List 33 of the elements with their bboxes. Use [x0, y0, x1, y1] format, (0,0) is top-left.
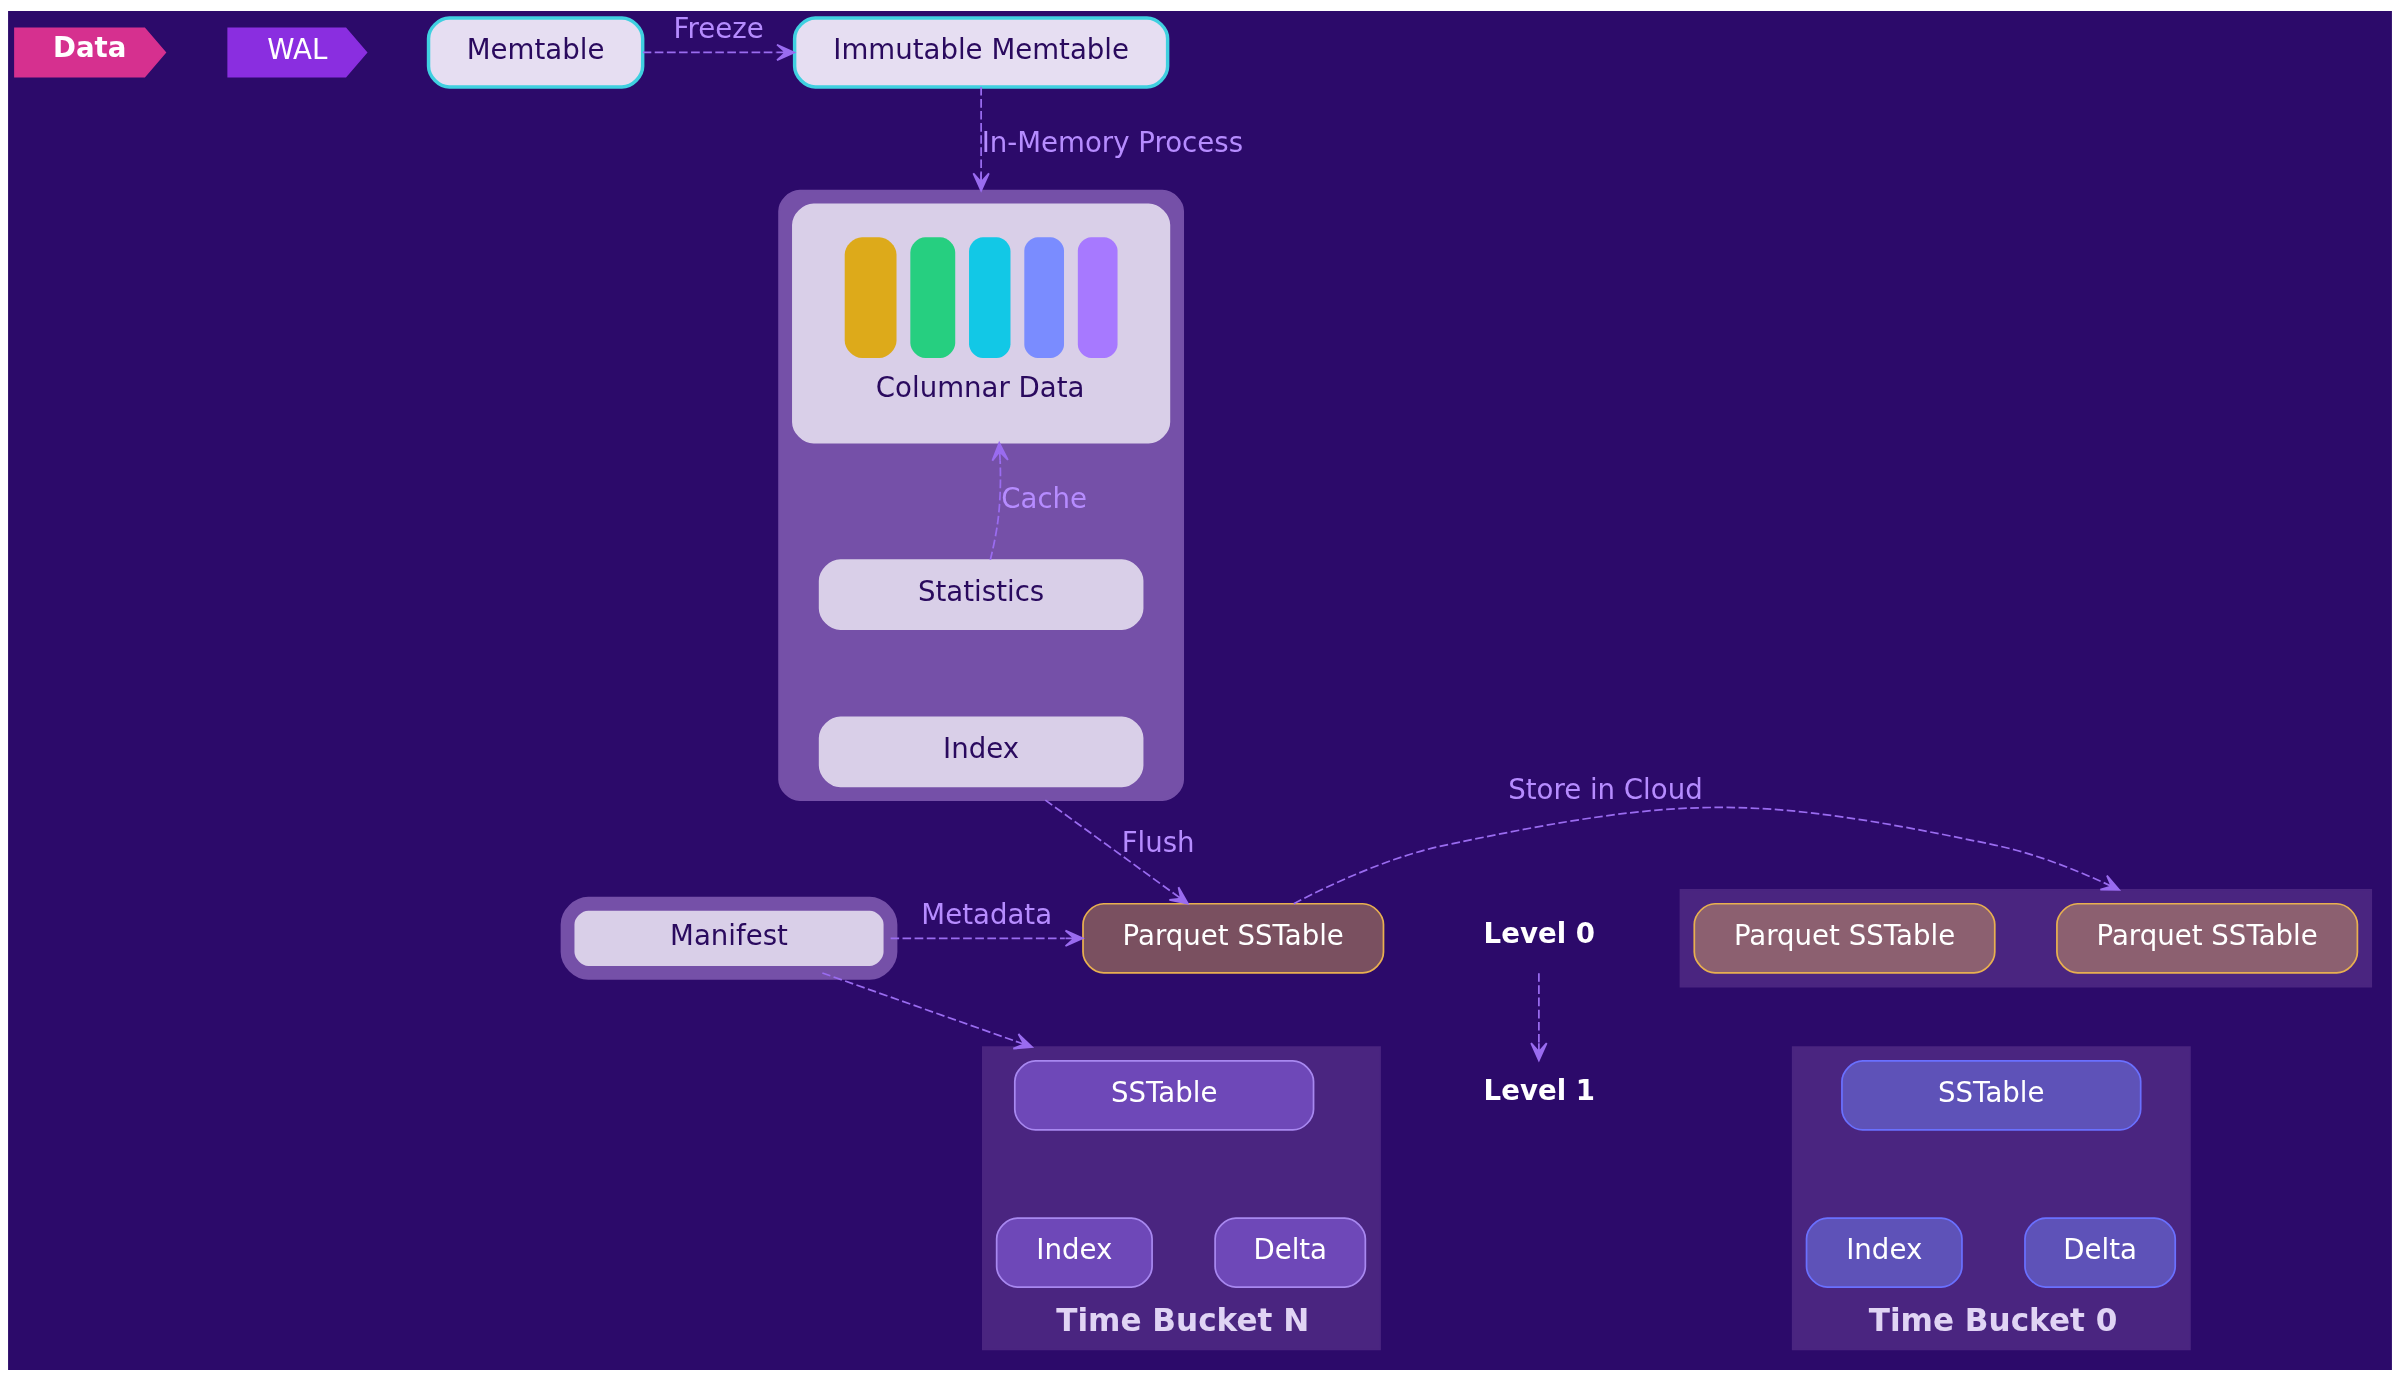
node-box: Delta — [1214, 1216, 1367, 1288]
edge-label: Flush — [1121, 825, 1195, 859]
node-box: SSTable — [1013, 1059, 1315, 1131]
node-box: Immutable Memtable — [792, 15, 1170, 89]
edge-label: Freeze — [673, 11, 764, 45]
node-box: Index — [995, 1216, 1153, 1288]
edge-label: Metadata — [921, 897, 1053, 931]
arrow — [821, 971, 1034, 1050]
cluster — [1679, 888, 2373, 987]
node-box: Memtable — [426, 15, 645, 89]
edge-label: In-Memory Process — [981, 125, 1244, 159]
node-box: Manifest — [560, 896, 898, 980]
edge-label: Store in Cloud — [1508, 772, 1703, 806]
arrow — [642, 43, 796, 61]
node-box: Parquet SSTable — [1082, 902, 1385, 974]
node-box: SSTable — [1841, 1059, 2142, 1131]
node-box: Parquet SSTable — [2056, 902, 2359, 974]
node-box: Columnar Data — [792, 203, 1171, 444]
arrow — [889, 929, 1084, 947]
arrow — [1044, 798, 1189, 905]
cluster — [778, 189, 1185, 801]
node-box: Index — [1805, 1216, 1963, 1288]
arrow — [989, 441, 1009, 561]
node-text: Level 0 — [1483, 916, 1595, 950]
edge-label: Cache — [1001, 481, 1088, 515]
node-box: Delta — [2024, 1216, 2177, 1288]
node-text: Level 1 — [1483, 1073, 1595, 1107]
node-box: Index — [818, 715, 1144, 787]
node-box: Statistics — [818, 558, 1144, 630]
node-box: Parquet SSTable — [1693, 902, 1996, 974]
arrow — [972, 85, 990, 191]
arrow — [1292, 806, 2121, 905]
arrow — [1530, 972, 1548, 1061]
